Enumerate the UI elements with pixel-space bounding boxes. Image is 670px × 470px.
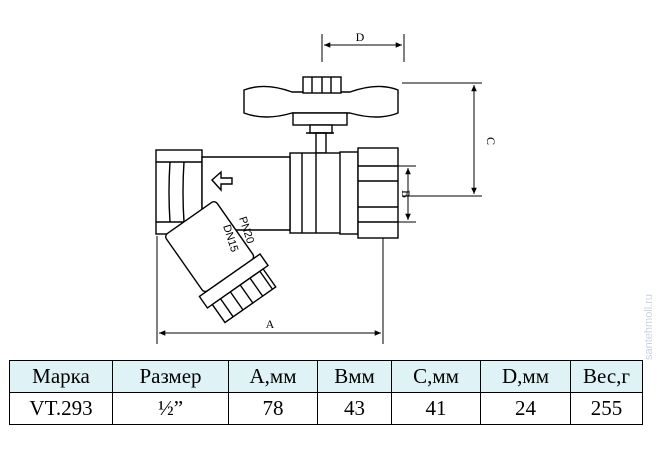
valve-handle [243, 76, 399, 154]
dimension-a [156, 236, 384, 344]
dimension-c-label: C [484, 137, 498, 145]
dimension-d [321, 34, 405, 62]
cell-a: 78 [228, 392, 318, 425]
strainer-leg [165, 201, 277, 324]
header-cell-b: Вмм [317, 360, 392, 393]
table-header-row: Марка Размер А,мм Вмм С,мм D,мм Вес,г [9, 360, 643, 393]
cell-b: 43 [317, 392, 392, 425]
watermark-text: santehmoll.ru [643, 294, 655, 360]
header-cell-a: А,мм [228, 360, 318, 393]
cell-brand: VT.293 [9, 392, 113, 425]
table-row: VT.293 ½” 78 43 41 24 255 [9, 392, 643, 425]
dimension-c [402, 82, 482, 197]
header-cell-brand: Марка [9, 360, 113, 393]
header-cell-c: С,мм [391, 360, 481, 393]
header-cell-weight: Вес,г [570, 360, 643, 393]
header-cell-d: D,мм [480, 360, 571, 393]
cell-c: 41 [391, 392, 481, 425]
dimension-b-label: B [399, 190, 413, 198]
header-cell-size: Размер [112, 360, 229, 393]
dimension-a-label: A [266, 317, 275, 331]
spec-table: Марка Размер А,мм Вмм С,мм D,мм Вес,г VT… [9, 360, 643, 425]
cell-d: 24 [480, 392, 571, 425]
dimension-b [398, 165, 416, 223]
cell-size: ½” [112, 392, 229, 425]
cell-weight: 255 [570, 392, 643, 425]
dimension-d-label: D [356, 30, 365, 44]
valve-technical-drawing: DN15 PN20 D C B A sant [155, 30, 655, 360]
valve-outlet [289, 147, 399, 239]
